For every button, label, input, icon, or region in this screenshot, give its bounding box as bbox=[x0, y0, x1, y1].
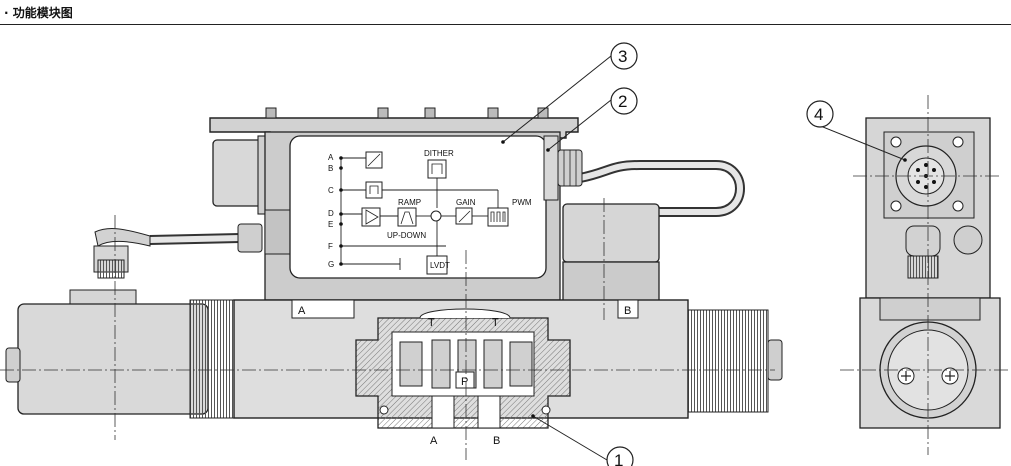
input-label-a: A bbox=[328, 153, 334, 162]
input-label-b: B bbox=[328, 164, 333, 173]
port-label-t-left: T bbox=[428, 317, 435, 329]
side-view bbox=[859, 117, 1001, 429]
center-lines bbox=[0, 95, 1011, 460]
page-title: · 功能模块图 bbox=[4, 6, 73, 20]
dither-block bbox=[427, 159, 447, 179]
port-label-p: P bbox=[461, 376, 468, 388]
port-label-t-right: T bbox=[492, 317, 499, 329]
summing-node bbox=[430, 210, 442, 222]
amplifier-block bbox=[361, 207, 381, 227]
callouts bbox=[502, 55, 906, 461]
port-label-bottom-b: B bbox=[493, 435, 500, 447]
left-solenoid bbox=[5, 289, 235, 419]
port-label-b: B bbox=[624, 305, 631, 317]
input-label-g: G bbox=[328, 260, 334, 269]
cable-right bbox=[557, 149, 745, 217]
input-label-e: E bbox=[328, 220, 333, 229]
input-label-f: F bbox=[328, 242, 333, 251]
input-label-d: D bbox=[328, 209, 334, 218]
enable-block bbox=[365, 181, 383, 199]
gain-block bbox=[455, 207, 473, 225]
block-diagram: A B C D E F G DITHER RAMP GAIN PWM UP-DO… bbox=[328, 149, 532, 275]
port-label-a: A bbox=[298, 305, 306, 317]
right-solenoid-connector bbox=[562, 203, 660, 303]
callout-4: 4 bbox=[814, 105, 823, 124]
cable-left bbox=[93, 223, 263, 279]
callout-3: 3 bbox=[618, 47, 627, 66]
lvdt-label: LVDT bbox=[430, 261, 450, 270]
pwm-label: PWM bbox=[512, 198, 532, 207]
gain-label: GAIN bbox=[456, 198, 476, 207]
title-rule bbox=[0, 24, 1011, 25]
callout-1: 1 bbox=[614, 451, 623, 466]
callout-2: 2 bbox=[618, 92, 627, 111]
ramp-label: RAMP bbox=[398, 198, 421, 207]
valve-section bbox=[355, 308, 571, 429]
dither-label: DITHER bbox=[424, 149, 454, 158]
lvdt-block bbox=[426, 255, 448, 275]
port-label-bottom-a: A bbox=[430, 435, 438, 447]
up-down-label: UP-DOWN bbox=[387, 231, 426, 240]
ramp-block bbox=[397, 207, 417, 227]
input-label-c: C bbox=[328, 186, 334, 195]
